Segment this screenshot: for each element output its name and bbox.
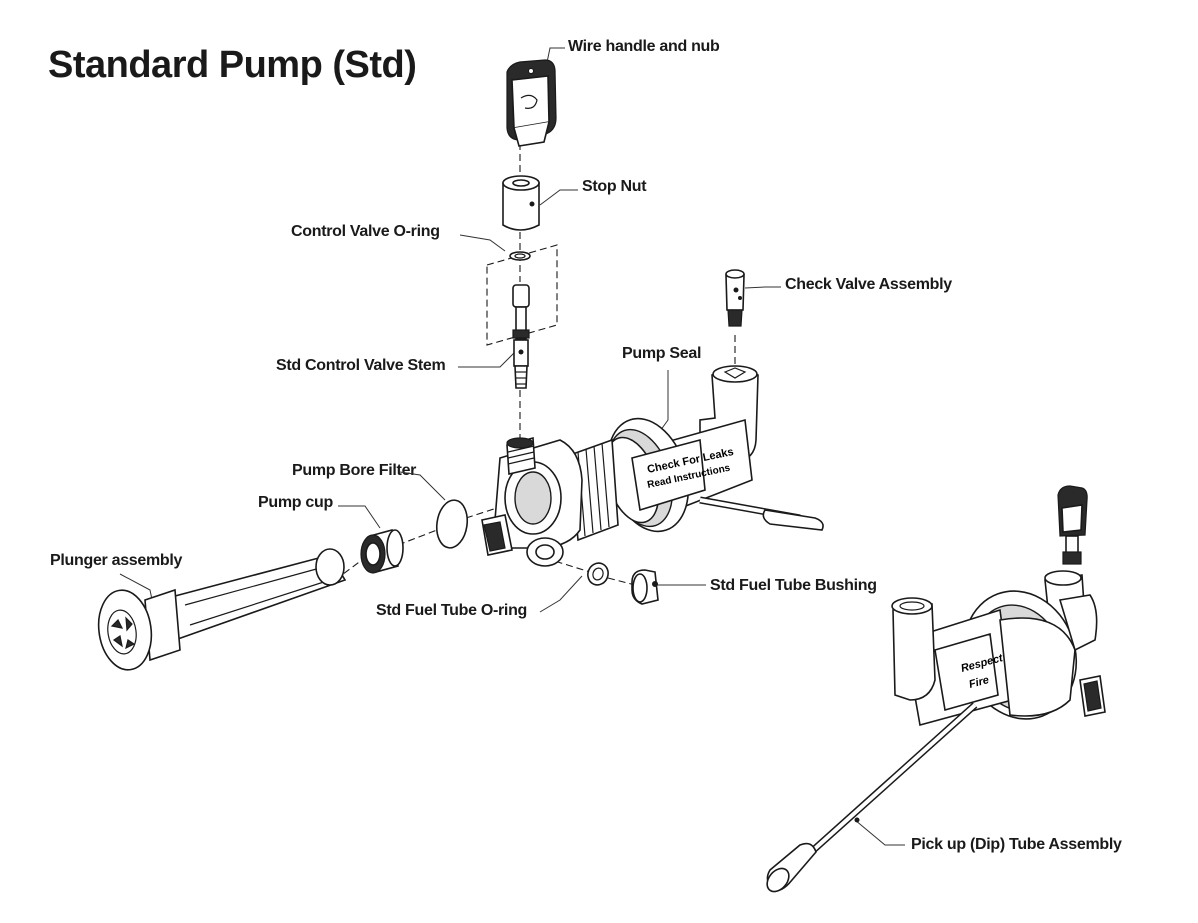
- assembly-axes: [334, 143, 736, 586]
- leader-std-fuel-tube-oring: [539, 575, 583, 613]
- leader-check-valve-assembly: [744, 286, 781, 289]
- leader-pump-cup: [338, 505, 381, 529]
- label-std-fuel-tube-bushing: Std Fuel Tube Bushing: [710, 577, 877, 594]
- stop-nut-part: [502, 175, 540, 231]
- label-stop-nut: Stop Nut: [582, 178, 647, 195]
- pump-cup-part: [360, 528, 404, 574]
- leader-std-control-valve-stem: [458, 351, 516, 368]
- control-valve-oring-part: [509, 251, 531, 261]
- check-valve-part: [725, 269, 745, 327]
- label-check-valve-assembly: Check Valve Assembly: [785, 276, 952, 293]
- leader-pickup-dip-tube: [854, 819, 905, 846]
- label-std-fuel-tube-oring: Std Fuel Tube O-ring: [376, 602, 528, 619]
- wire-handle-part: [506, 59, 557, 147]
- label-pump-seal: Pump Seal: [622, 345, 702, 362]
- label-pump-bore-filter: Pump Bore Filter: [292, 462, 417, 479]
- fuel-tube-bushing-part: [631, 569, 659, 605]
- control-valve-stem-part: [512, 284, 530, 389]
- pump-bore-filter-part: [435, 499, 469, 549]
- label-control-valve-oring: Control Valve O-ring: [291, 223, 440, 240]
- pump-body-part: Check For Leaks Read Instructions: [481, 365, 824, 567]
- label-wire-handle: Wire handle and nub: [568, 38, 720, 55]
- label-std-control-valve-stem: Std Control Valve Stem: [276, 357, 446, 374]
- label-pump-cup: Pump cup: [258, 494, 333, 511]
- fuel-tube-oring-part: [587, 562, 609, 586]
- leader-control-valve-oring: [459, 234, 506, 252]
- leader-stop-nut: [539, 189, 578, 206]
- plunger-assembly-part: [97, 548, 347, 671]
- assembled-text-line2: Fire: [968, 674, 991, 691]
- leader-pump-bore-filter: [399, 471, 446, 501]
- label-pickup-dip-tube: Pick up (Dip) Tube Assembly: [911, 836, 1122, 853]
- page-title: Standard Pump (Std): [48, 44, 417, 86]
- label-plunger-assembly: Plunger assembly: [50, 552, 183, 569]
- assembled-pump: Respect Fire: [766, 485, 1106, 893]
